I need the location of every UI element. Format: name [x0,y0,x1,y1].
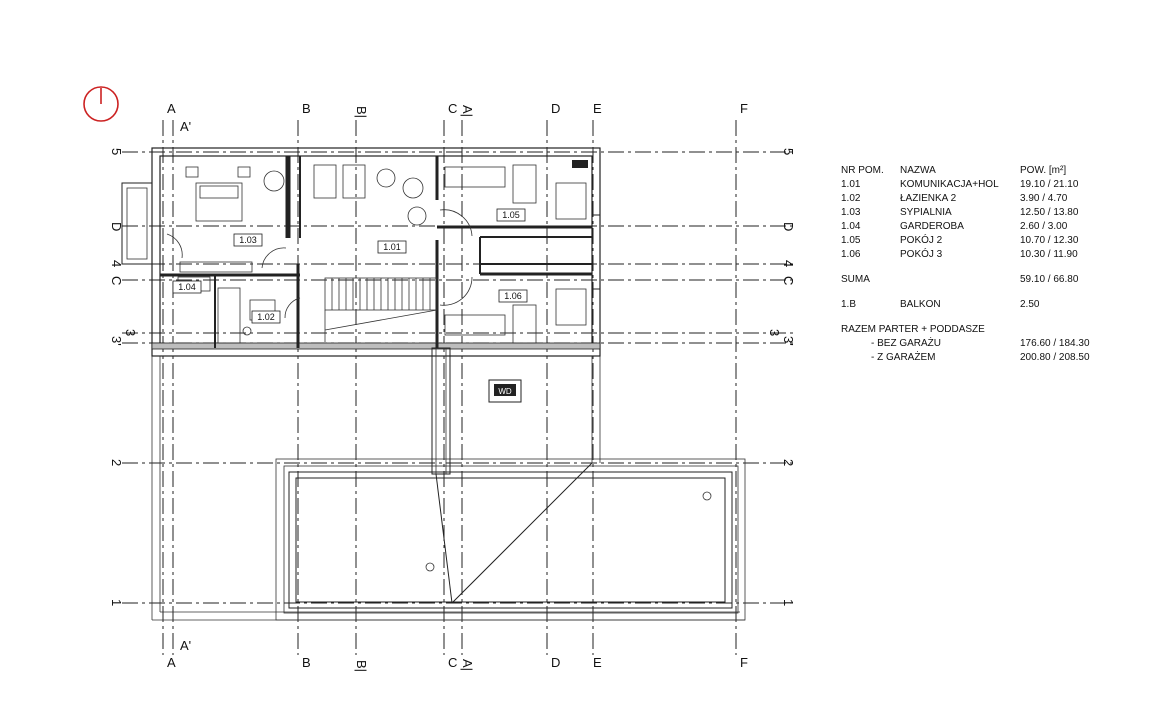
axis-label: D [781,222,796,231]
axis-label: 5 [109,148,124,155]
furniture [166,164,587,344]
axis-labels-bottom: A A' B B| C A| D E F [167,638,748,672]
chimney-marker-icon: WD [488,379,522,403]
razem-bez-row: - BEZ GARAŻU 176.60 / 184.30 [871,338,1090,349]
axis-label: 1 [109,599,124,606]
chimney-tag: WD [498,387,512,396]
room-label-105: 1.05 [496,208,526,222]
axis-label: D [109,222,124,231]
axis-label: A| [460,105,475,117]
axis-label: 2 [109,459,124,466]
table-row: 1.01 KOMUNIKACJA+HOL 19.10 / 21.10 [841,179,1079,190]
axis-label: 2 [781,459,796,466]
room-label-102: 1.02 [251,310,281,324]
area-table: NR POM. NAZWA POW. [m²] 1.01 KOMUNIKACJA… [841,164,1141,365]
vertical-axis-lines [162,120,737,655]
svg-text:1.04: 1.04 [178,282,196,292]
table-row: 1.05 POKÓJ 2 10.70 / 12.30 [841,235,1079,246]
area-table-header: NR POM. NAZWA POW. [m²] [841,165,1067,176]
axis-label: D [551,655,560,670]
building-walls [151,147,746,621]
room-label-101: 1.01 [377,240,407,254]
axis-label: 3' [781,336,796,346]
axis-label: A' [180,638,191,653]
axis-label: 3 [123,329,138,336]
axis-label: 3 [767,329,782,336]
vent-icon [572,160,588,168]
svg-text:1.01: 1.01 [383,242,401,252]
axis-label: B [302,655,311,670]
axis-labels-right: 5 D 4 C 3 3' 2 1 [767,148,796,606]
table-row: 1.06 POKÓJ 3 10.30 / 11.90 [841,249,1078,260]
svg-text:1.02: 1.02 [257,312,275,322]
axis-label: 4 [781,260,796,267]
room-label-103: 1.03 [233,233,263,247]
axis-label: F [740,101,748,116]
table-row: 1.04 GARDEROBA 2.60 / 3.00 [841,221,1068,232]
axis-label: 1 [781,599,796,606]
svg-text:1.05: 1.05 [502,210,520,220]
axis-label: C [448,655,457,670]
svg-text:1.03: 1.03 [239,235,257,245]
axis-label: C [448,101,457,116]
axis-labels-top: A A' B B| C A| D E F [167,101,748,134]
table-row: 1.02 ŁAZIENKA 2 3.90 / 4.70 [841,193,1068,204]
axis-label: A [167,655,176,670]
axis-label: B| [354,106,369,118]
axis-label: E [593,101,602,116]
razem-z-row: - Z GARAŻEM 200.80 / 208.50 [871,352,1090,363]
table-row: 1.03 SYPIALNIA 12.50 / 13.80 [841,207,1079,218]
axis-label: A' [180,119,191,134]
suma-row: SUMA 59.10 / 66.80 [841,274,1079,285]
axis-label: 4 [109,260,124,267]
razem-title: RAZEM PARTER + PODDASZE [841,324,985,335]
axis-label: 5 [781,148,796,155]
axis-labels-left: 5 D 4 C 3' 3 2 1 [109,148,138,606]
axis-label: D [551,101,560,116]
axis-label: E [593,655,602,670]
svg-text:1.06: 1.06 [504,291,522,301]
room-label-106: 1.06 [498,289,528,303]
axis-label: C [781,276,796,285]
axis-label: A| [460,659,475,671]
axis-label: B| [354,660,369,672]
axis-label: C [109,276,124,285]
room-labels: 1.03 1.01 1.05 1.06 1.04 1.02 [172,208,528,324]
axis-label: F [740,655,748,670]
north-arrow-icon [83,86,119,122]
horizontal-axis-lines [122,151,795,604]
axis-label: 3' [109,336,124,346]
axis-label: B [302,101,311,116]
balcony [121,182,153,265]
interior-walls [160,156,601,348]
balkon-row: 1.B BALKON 2.50 [841,299,1040,310]
staircase [324,277,438,342]
axis-label: A [167,101,176,116]
room-label-104: 1.04 [172,280,202,294]
